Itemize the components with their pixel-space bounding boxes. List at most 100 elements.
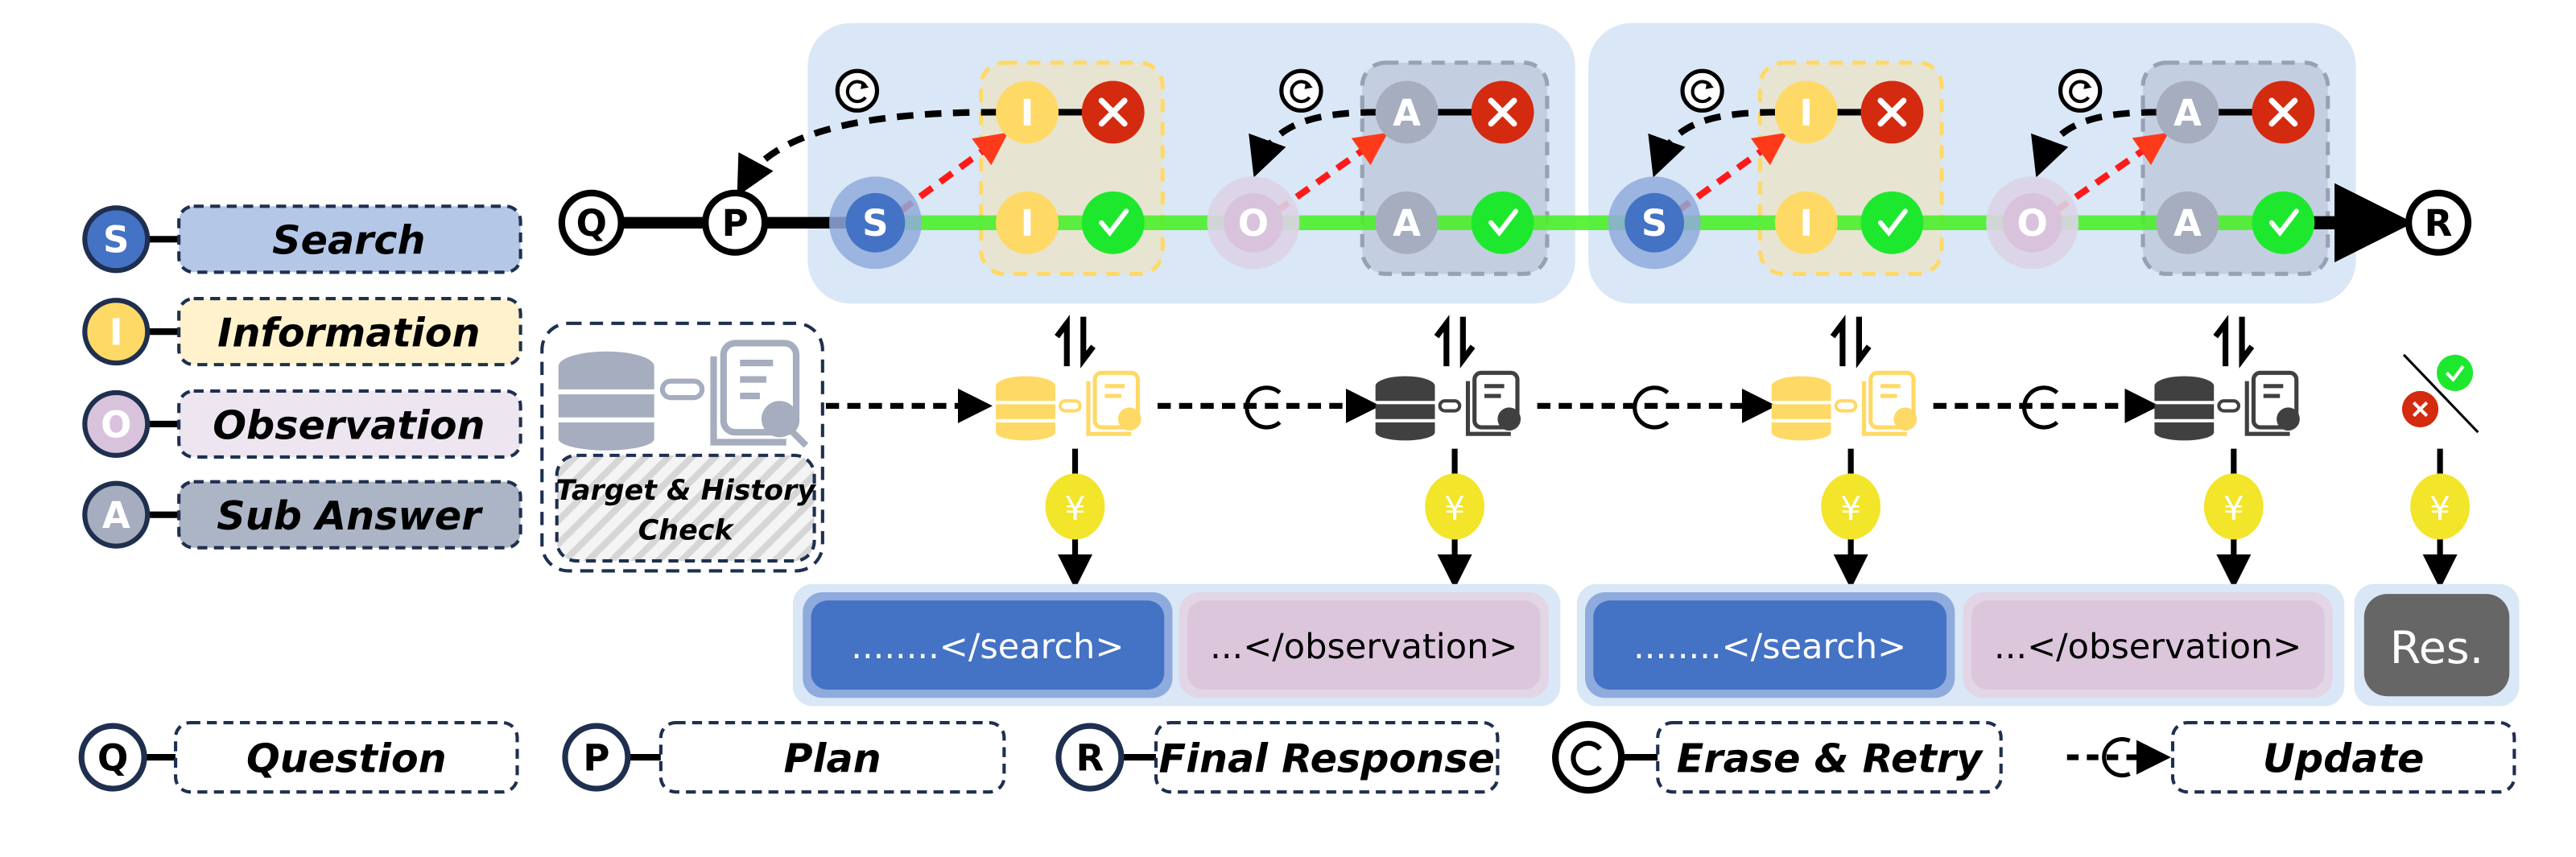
coin-icon [2410, 473, 2471, 540]
database-column: ¥ [2154, 315, 2300, 589]
exchange-arrow-icon [2213, 315, 2229, 367]
database-icon [1771, 376, 1831, 441]
database-column: ¥ [1771, 315, 2160, 589]
legend-label: Sub Answer [217, 492, 483, 539]
info-fail-node-1: I [996, 80, 1059, 144]
exchange-arrow-icon [1830, 315, 1846, 367]
legend-symbol-letter: P [583, 736, 609, 779]
info-node-label: I [1021, 202, 1034, 245]
legend-bottom-item-final-response: R Final Response [1055, 720, 1500, 794]
plan-node-label: P [722, 202, 749, 245]
link-icon [2217, 399, 2241, 413]
fail-icon [1081, 80, 1145, 144]
legend-node-letter: A [102, 494, 130, 537]
legend-label: Final Response [1158, 735, 1494, 782]
legend-node [82, 205, 151, 274]
legend-item-observation: O Observation [82, 389, 522, 459]
search-tag-text-1: ........</search> [851, 627, 1124, 667]
info-pass-node-1: I [996, 191, 1059, 254]
search-tag-text-2: ........</search> [1633, 627, 1906, 667]
answer-pass-node-2: A [2156, 191, 2219, 254]
database-icon [2154, 376, 2215, 441]
retry-arrow-1 [737, 109, 998, 197]
legend-box [1154, 720, 1500, 794]
link-icon [659, 378, 705, 401]
observation-tag-box-2 [1971, 600, 2325, 690]
search-tag-box-2 [1593, 600, 1947, 690]
legend-bottom-item-erase-retry: Erase & Retry [1552, 720, 2003, 794]
result-label: Res. [2390, 623, 2483, 674]
legend-label: Search [272, 217, 425, 264]
check-icon [1081, 191, 1145, 254]
retry-arrow-3 [1648, 109, 1777, 178]
info-node-label: I [1021, 92, 1034, 134]
legend-item-information: I Information [82, 297, 522, 367]
legend-box [174, 720, 519, 794]
link-icon [1438, 399, 1462, 413]
erase-retry-icon [1680, 68, 1724, 113]
plan-node: P [702, 189, 769, 256]
legend-node-letter: O [101, 403, 131, 446]
legend-symbol-q [78, 723, 147, 792]
legend-item-sub-answer: A Sub Answer [82, 480, 522, 550]
final-response-node: R [2405, 189, 2472, 256]
observation-node-2: O [1986, 176, 2079, 270]
legend-box [1656, 720, 2003, 794]
legend-node [82, 389, 151, 458]
red-arrow-3 [1675, 132, 1788, 214]
legend-node [82, 480, 151, 549]
legend-box [2170, 720, 2516, 794]
coin-icon [1425, 473, 1484, 540]
observation-tag-text-2: ...</observation> [1994, 627, 2301, 667]
report-search-icon [710, 340, 809, 448]
report-search-icon [1861, 370, 1918, 436]
legend-label: Observation [213, 402, 485, 448]
coin-icon [1821, 473, 1881, 540]
result-box [2363, 594, 2510, 697]
fail-icon [2252, 80, 2315, 144]
legend-node-letter: I [109, 311, 123, 354]
search-node-2: S [1608, 176, 1701, 270]
search-node-label: S [862, 202, 888, 245]
erase-retry-icon [2058, 68, 2103, 113]
legend-label: Erase & Retry [1677, 735, 1984, 782]
exchange-arrow-icon [1055, 315, 1070, 367]
legend-label: Information [217, 310, 480, 356]
info-fail-node-2: I [1774, 80, 1838, 144]
answer-node-label: A [2174, 202, 2202, 245]
coin-icon [1045, 473, 1105, 540]
legend-bottom-item-update: Update [2066, 720, 2516, 794]
info-node-label: I [1799, 92, 1813, 134]
legend-box [658, 720, 1006, 794]
search-tag-box-1 [811, 600, 1165, 690]
check-title-box [555, 453, 816, 563]
erase-retry-icon [1279, 68, 1323, 113]
red-arrow-4 [2054, 132, 2169, 214]
answer-fail-node-1: A [1375, 80, 1439, 144]
answer-pass-node-1: A [1375, 191, 1439, 254]
result-column: ¥ [2410, 448, 2471, 589]
check-icon [1860, 191, 1924, 254]
legend-label: Update [2263, 735, 2424, 782]
red-arrow-1 [898, 132, 1009, 214]
observation-node-label: O [1238, 202, 1269, 245]
check-icon [2252, 191, 2315, 254]
observation-tag-box-1 [1187, 600, 1541, 690]
legend-symbol-letter: R [1076, 736, 1104, 779]
info-pass-node-2: I [1774, 191, 1838, 254]
search-node-1: S [829, 176, 922, 270]
legend-symbol-r [1055, 723, 1125, 792]
observation-tag-text-1: ...</observation> [1210, 627, 1517, 667]
answer-node-label: A [1393, 92, 1421, 134]
answer-node-label: A [1393, 202, 1421, 245]
observation-node-1: O [1207, 176, 1300, 270]
link-icon [1834, 399, 1858, 413]
update-icon [1633, 385, 1670, 430]
fail-icon [1860, 80, 1924, 144]
